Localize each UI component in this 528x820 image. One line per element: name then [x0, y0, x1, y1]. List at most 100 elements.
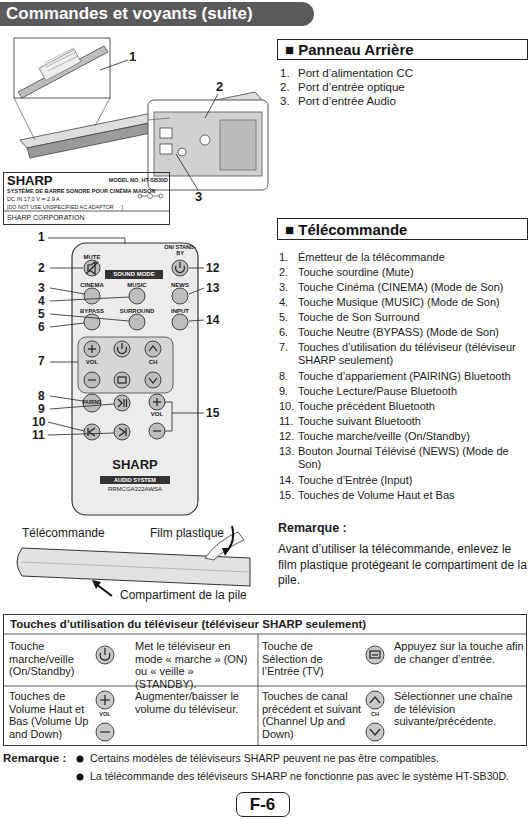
callout-number: 10 — [32, 416, 45, 430]
callout-number: 6 — [38, 321, 45, 335]
note-text: Certains modèles de téléviseurs SHARP pe… — [90, 752, 526, 764]
callout-number: 5 — [38, 308, 45, 322]
callout-number: 2 — [216, 80, 223, 95]
note-text: Avant d’utiliser la télécommande, enleve… — [278, 542, 527, 589]
table-cell: Appuyez sur la touche afin de changer d’… — [394, 640, 524, 665]
list-number: 8. — [279, 370, 288, 383]
list-text: Touches de Volume Haut et Bas — [298, 489, 527, 502]
node-text: ■ Panneau Arrière — [285, 41, 521, 58]
list-number: 2. — [280, 81, 290, 94]
list-text: Touche Lecture/Pause Bluetooth — [298, 385, 527, 398]
callout-number: 11 — [32, 429, 45, 443]
list-number: 4. — [279, 296, 288, 309]
callout-number: 3 — [195, 190, 202, 205]
list-text: Touche suivant Bluetooth — [298, 415, 527, 428]
list-number: 11. — [279, 415, 293, 428]
list-number: 15. — [279, 489, 294, 502]
list-text: Touche de Son Surround — [298, 311, 527, 324]
callout-number: 14 — [206, 314, 219, 328]
tv-table-grid — [3, 634, 527, 746]
table-cell: Sélectionner une chaîne de télévision su… — [394, 690, 524, 728]
callout-number: 15 — [206, 407, 219, 421]
list-number: 3. — [280, 95, 290, 108]
list-number: 3. — [279, 281, 288, 294]
list-text: Émetteur de la télécommande — [298, 251, 527, 264]
node-text: SHARP CORPORATION — [7, 214, 167, 222]
list-number: 13. — [279, 445, 294, 458]
button-label: VOL — [149, 411, 165, 418]
list-text: Touches d’utilisation du téléviseur (tél… — [298, 341, 527, 366]
callout-number: 9 — [38, 403, 45, 417]
callout-number: 13 — [206, 282, 219, 296]
callout-number: 4 — [38, 295, 45, 309]
part-label: Télécommande — [22, 527, 105, 541]
button-label: VOL — [97, 711, 113, 717]
button-label: PAIRING — [80, 400, 104, 405]
node-text: ■ Télécommande — [285, 221, 521, 238]
button-label: ON/ STAND-BY — [164, 245, 196, 257]
note-heading: Remarque : — [278, 521, 347, 535]
button-label: MUTE — [80, 254, 104, 261]
callout-number: 1 — [38, 231, 45, 245]
note-heading: Remarque : — [3, 752, 66, 765]
callout-number: 7 — [38, 355, 45, 369]
list-text: Touche Neutre (BYPASS) (Mode de Son) — [298, 326, 527, 339]
model-text: RRMCGA322AWSA — [92, 486, 178, 493]
soundbar-illustration — [3, 38, 268, 211]
button-label: VOL — [84, 359, 100, 366]
list-text: Touche Musique (MUSIC) (Mode de Son) — [298, 296, 527, 309]
button-label: INPUT — [166, 308, 194, 315]
table-cell: Augmenter/baisser le volume du téléviseu… — [135, 690, 257, 715]
brand-logo: SHARP — [72, 458, 198, 473]
table-cell: Met le téléviseur en mode « marche » (ON… — [135, 640, 257, 691]
title-band — [0, 2, 314, 26]
list-text: Port d’entrée optique — [298, 81, 526, 94]
table-cell: Touches de canal précédent et suivant (C… — [262, 690, 362, 741]
list-number: 9. — [279, 385, 288, 398]
node-text: Touches d’utilisation du téléviseur (tél… — [10, 618, 510, 631]
button-label: NEWS — [166, 282, 194, 289]
node-text: MODEL NO. HT-SB30D — [90, 177, 168, 183]
part-label: Compartiment de la pile — [120, 589, 247, 603]
list-text: Port d’alimentation CC — [298, 67, 526, 80]
list-number: 1. — [280, 67, 290, 80]
button-label: CINEMA — [78, 282, 106, 289]
remote-illustration — [48, 238, 204, 515]
list-number: 2. — [279, 266, 288, 279]
button-label: SOUND MODE — [105, 271, 163, 278]
rating-label: SHARP MODEL NO. HT-SB30D SYSTÈME DE BARRE … — [3, 172, 170, 225]
list-text: Touche d’Entrée (Input) — [298, 474, 527, 487]
part-label: Film plastique — [150, 527, 224, 541]
node-text: SYSTÈME DE BARRE SONORE POUR CINÉMA MAIS… — [7, 188, 167, 194]
callout-number: 8 — [38, 390, 45, 404]
list-number: 14. — [279, 474, 294, 487]
table-cell: Touche de Sélection de l’Entrée (TV) — [262, 640, 352, 678]
button-label: BYPASS — [78, 308, 106, 315]
node-text: DC IN 17,0 V ═ 2,9 A — [7, 196, 127, 202]
model-text: AUDIO SYSTEM — [100, 477, 170, 483]
list-number: 7. — [279, 341, 288, 354]
list-number: 10. — [279, 400, 294, 413]
node-text: F-6 — [237, 795, 288, 815]
list-number: 12. — [279, 430, 294, 443]
callout-number: 2 — [38, 262, 45, 276]
button-label: CH — [145, 359, 161, 366]
callout-number: 1 — [129, 50, 136, 65]
callout-number: 3 — [38, 282, 45, 296]
page-title: Commandes et voyants (suite) — [6, 4, 253, 24]
list-text: Touche précédent Bluetooth — [298, 400, 527, 413]
node-text: SHARP — [7, 174, 67, 189]
button-label: SURROUND — [119, 308, 155, 315]
list-text: Touche sourdine (Mute) — [298, 266, 527, 279]
table-cell: Touches de Volume Haut et Bas (Volume Up… — [9, 690, 91, 741]
node-text: [DO NOT USE UNSPECIFIED AC ADAPTOR · · ] — [7, 204, 167, 210]
battery-illustration — [17, 526, 250, 596]
section-header: ■ Télécommande — [277, 218, 528, 240]
list-text: Bouton Journal Télévisé (NEWS) (Mode de … — [298, 445, 527, 470]
page-number-box: F-6 — [236, 792, 290, 817]
list-number: 5. — [279, 311, 288, 324]
list-number: 1. — [279, 251, 288, 264]
list-text: Touche d’appariement (PAIRING) Bluetooth — [298, 370, 527, 383]
table-cell: Touche marche/veille (On/Standby) — [9, 640, 91, 678]
button-label: CH — [367, 711, 383, 717]
